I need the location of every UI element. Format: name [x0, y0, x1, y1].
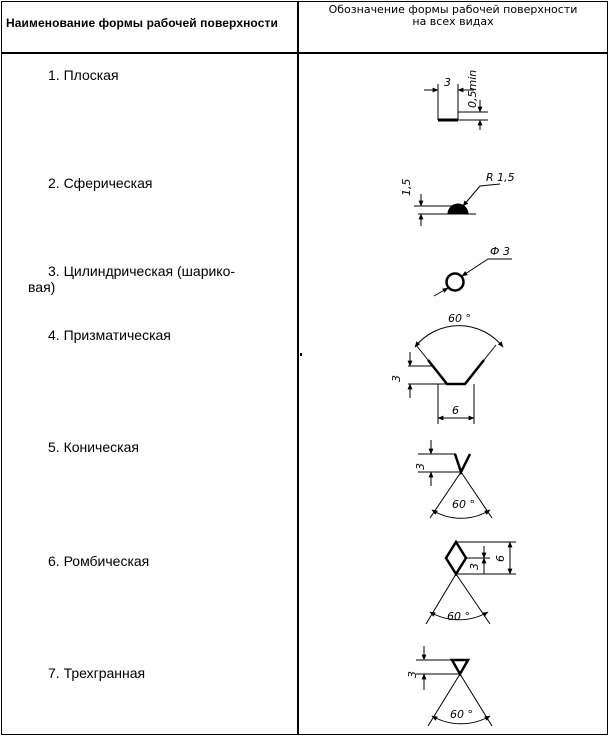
stray-mark [300, 353, 302, 356]
row-label-prismatic: 4. Призматическая [48, 327, 171, 343]
row-label-cylindrical: 3. Цилиндрическая (шарико- вая) [28, 263, 288, 295]
row-label-flat: 1. Плоская [48, 67, 119, 83]
trihedral-angle: 60 ° [450, 708, 473, 721]
prismatic-depth: 3 [390, 375, 403, 382]
flat-dim-depth: 0,5min [466, 70, 479, 108]
spherical-radius: R 1,5 [486, 171, 515, 184]
drawing-cylindrical [433, 258, 512, 297]
rhombic-depth: 3 [468, 563, 481, 570]
header-divider [1, 52, 608, 54]
drawing-spherical [414, 183, 501, 226]
prismatic-angle: 60 ° [448, 312, 471, 325]
row-label-cylindrical-line1: 3. Цилиндрическая (шарико- [48, 263, 236, 279]
column-divider [297, 1, 299, 735]
row-label-spherical: 2. Сферическая [48, 175, 153, 191]
spherical-dim-height: 1,5 [400, 179, 413, 197]
rhombic-angle: 60 ° [447, 610, 470, 623]
row-label-trihedral: 7. Трехгранная [48, 665, 146, 681]
row-label-rhombic: 6. Ромбическая [48, 553, 150, 569]
cylindrical-diameter: Ф 3 [490, 245, 510, 258]
row-label-cylindrical-line2: вая) [28, 279, 56, 295]
conical-depth: 3 [414, 463, 427, 470]
header-right-line2: на всех видах [412, 15, 494, 28]
drawing-conical [418, 440, 493, 519]
row-label-conical: 5. Коническая [48, 439, 139, 455]
header-right-line1: Обозначение формы рабочей поверхности [328, 3, 578, 16]
trihedral-depth: 3 [406, 671, 419, 678]
conical-angle: 60 ° [452, 498, 475, 511]
drawing-prismatic [407, 325, 504, 424]
rhombic-width: 6 [494, 555, 507, 562]
flat-dim-width: 3 [444, 76, 451, 89]
drawing-rhombic [425, 539, 516, 625]
header-left: Наименование формы рабочей поверхности [6, 16, 278, 30]
prismatic-width: 6 [452, 404, 459, 417]
drawing-trihedral [416, 646, 493, 727]
header-right: Обозначение формы рабочей поверхности на… [302, 4, 604, 28]
drawing-flat [424, 84, 488, 130]
